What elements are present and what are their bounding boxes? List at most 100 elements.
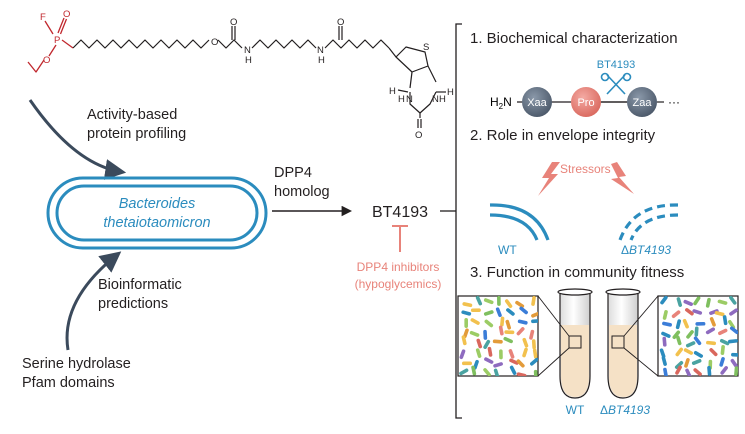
bioinformatics-label-line2: predictions (98, 296, 168, 312)
bacterium-rod (530, 357, 538, 366)
bacterium-rod (685, 368, 692, 376)
culture-tube-wt (557, 288, 593, 399)
bacterium-rod (475, 348, 482, 358)
atom-o-urea: O (415, 130, 422, 141)
lightning-bolt-icon (611, 162, 634, 194)
bacterium-rod (459, 368, 469, 376)
bacterium-rod (729, 308, 738, 316)
bacterium-rod (730, 358, 738, 368)
bioinformatics-label-line1: Bioinformatic (98, 277, 182, 293)
bacterium-rod (531, 339, 536, 350)
atom-s: S (423, 42, 429, 53)
bacterium-rod (469, 330, 480, 337)
bacterium-rod (497, 296, 501, 306)
culture-tube-mutant (605, 288, 641, 399)
bacterium-rod (461, 361, 472, 366)
atom-n-amide: N (317, 45, 324, 56)
atom-h-right: H (439, 94, 446, 105)
bacterium-rod (674, 360, 684, 369)
bacterium-rod (709, 317, 716, 327)
bacterium-rod (483, 329, 488, 340)
bacterium-rod (499, 349, 503, 360)
atom-n-left: N (406, 94, 413, 105)
n-terminus: H2N (490, 95, 512, 111)
atom-n-carb: N (244, 45, 251, 56)
bacterium-rod (685, 341, 696, 348)
bacterium-rod (475, 296, 483, 306)
bacterium-rod (676, 335, 682, 346)
atom-o-carb2: O (230, 17, 237, 28)
bacterium-rod (660, 296, 668, 305)
bacterium-rod (662, 310, 668, 320)
bacterium-rod (662, 321, 672, 327)
bacterium-rod (492, 339, 503, 344)
bacteria-rods-wt (459, 296, 538, 376)
bacterium-rod (671, 310, 681, 318)
residue-bead-pro (571, 87, 601, 117)
atom-n-right: N (432, 94, 439, 105)
bacterium-rod (709, 348, 718, 357)
bacterium-rod (693, 351, 703, 358)
residue-bead-xaa (522, 87, 552, 117)
section2-title: 2. Role in envelope integrity (470, 127, 656, 144)
mutant-envelope (618, 203, 679, 241)
bacterium-rod (464, 317, 468, 328)
bacterium-rod (719, 338, 730, 346)
bacterium-rod (675, 319, 681, 330)
bacterium-rod (705, 327, 716, 335)
bacterium-rod (484, 357, 494, 364)
wt-label-community: WT (566, 403, 585, 417)
bacterium-rod (484, 319, 494, 328)
bacterium-rod (509, 358, 519, 365)
bacterium-rod (693, 336, 702, 346)
bacterium-rod (498, 325, 504, 336)
bacterium-rod (463, 328, 469, 339)
bioinformatics-arrow (65, 251, 122, 351)
bacterium-rod (515, 300, 525, 308)
bacterium-rod (663, 367, 668, 376)
bacterium-rod (729, 326, 738, 334)
atom-h-carb: H (245, 55, 252, 66)
bacterium-rod (722, 315, 728, 326)
bacterium-rod (718, 328, 728, 336)
bacterium-rod (487, 346, 493, 357)
atom-o-amide: O (337, 17, 344, 28)
bacterium-rod (659, 348, 666, 359)
residue-bead-zaa (627, 87, 657, 117)
bacterium-rod (522, 337, 529, 348)
bacterium-rod (531, 318, 538, 324)
bacterium-rod (516, 359, 525, 368)
wt-label-envelope: WT (498, 243, 517, 257)
bacterium-rod (684, 358, 690, 368)
mutant-label-community: ΔBT4193 (600, 403, 650, 417)
atom-o-ester: O (43, 55, 50, 66)
bacterium-rod (695, 321, 706, 326)
bacterium-rod (683, 299, 693, 306)
bacterium-rod (476, 338, 483, 349)
bacterium-rod (504, 299, 513, 309)
bacterium-rod (720, 345, 725, 356)
organism-name-line2: thetaiotaomicron (103, 215, 210, 231)
probe-label-line2: protein profiling (87, 126, 186, 142)
residue-label-zaa: Zaa (633, 97, 653, 109)
bacterium-rod (529, 329, 535, 340)
bacterium-rod (719, 357, 725, 367)
residue-label-xaa: Xaa (527, 97, 547, 109)
bacterium-rod (461, 310, 472, 316)
bacterium-rod (662, 336, 667, 347)
source-label-line2: Pfam domains (22, 375, 115, 391)
bacterium-rod (531, 311, 538, 318)
bacterium-rod (493, 368, 500, 376)
homolog-label-line1: DPP4 (274, 165, 312, 181)
bacterium-rod (531, 296, 536, 306)
bacterium-rod (493, 362, 503, 368)
homolog-label-line2: homolog (274, 184, 330, 200)
inhibitors-line2: (hypoglycemics) (355, 277, 442, 291)
bacterium-rod (462, 302, 473, 308)
bacterium-rod (661, 331, 671, 338)
mutant-label-envelope: ΔBT4193 (621, 243, 671, 257)
bacterium-rod (691, 358, 702, 365)
inhibition-symbol (392, 225, 408, 252)
bacterium-rod (676, 297, 683, 307)
